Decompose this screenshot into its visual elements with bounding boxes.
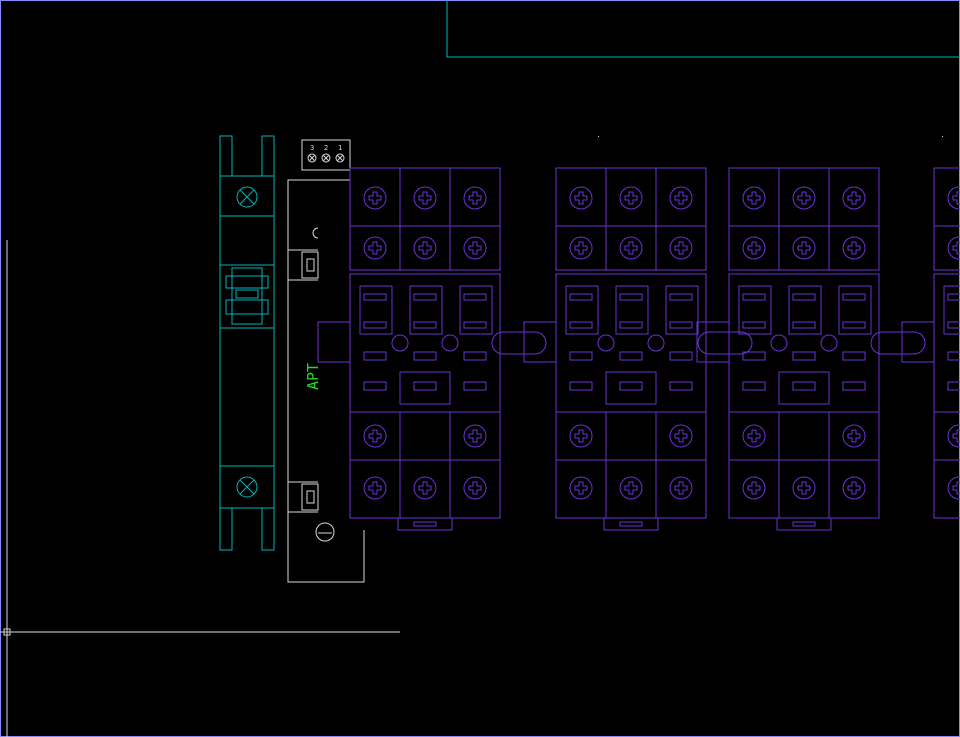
terminal-number: 1 xyxy=(338,144,342,152)
relay-socket[interactable] xyxy=(901,167,960,530)
terminal-number: 3 xyxy=(310,144,314,152)
relay-socket-row xyxy=(317,167,960,531)
point-marker xyxy=(942,136,943,137)
point-marker xyxy=(598,136,599,137)
apt-device[interactable] xyxy=(287,139,365,583)
circuit-breaker[interactable] xyxy=(219,135,275,551)
relay-socket[interactable] xyxy=(317,167,547,531)
title-block-outline xyxy=(446,0,960,58)
terminal-number: 2 xyxy=(324,144,328,152)
ucs-origin-marker[interactable] xyxy=(3,628,11,636)
relay-socket[interactable] xyxy=(696,167,926,531)
relay-socket[interactable] xyxy=(523,167,753,531)
apt-label: APT xyxy=(304,363,322,390)
